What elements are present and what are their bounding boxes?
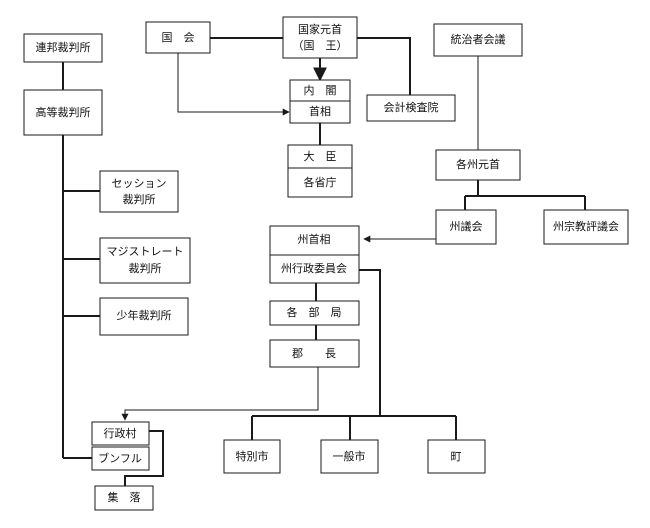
node-koto-saibansho: 高等裁判所 xyxy=(23,89,103,136)
node-session-saibansho: セッション 裁判所 xyxy=(99,170,179,213)
node-ippanshi: 一般市 xyxy=(320,439,379,474)
node-shu-shusho-label: 州首相 xyxy=(298,232,331,246)
node-shonen-saibansho-label: 少年裁判所 xyxy=(117,308,172,322)
node-bunfuru-label: ブンフル xyxy=(98,451,142,465)
node-machi-label: 町 xyxy=(451,450,462,463)
connector-kokkai-shusho xyxy=(177,53,290,116)
connector-guncho-gyoseison xyxy=(121,367,319,421)
node-kaikei-kensain-label: 会計検査院 xyxy=(384,100,439,114)
node-naikaku-label: 内 閣 xyxy=(304,83,337,97)
node-magistrate-saibansho: マジストレート 裁判所 xyxy=(99,237,191,284)
node-daijin-kakushocho: 大 臣 各省庁 xyxy=(287,144,353,198)
node-renpo-saibansho: 連邦裁判所 xyxy=(23,33,103,63)
node-shu-shukyo-hyogikai: 州宗教評議会 xyxy=(543,209,629,245)
node-session-label-2: 裁判所 xyxy=(123,193,156,206)
node-gyoseison-label: 行政村 xyxy=(104,426,137,440)
node-shu-gyosei-label: 州行政委員会 xyxy=(281,261,347,275)
node-guncho: 郡 長 xyxy=(269,339,360,368)
node-tochisha-kaigi-label: 統治者会議 xyxy=(451,32,506,46)
node-renpo-saibansho-label: 連邦裁判所 xyxy=(36,40,91,54)
node-kokka-genshu: 国家元首 （国 王） xyxy=(282,16,358,59)
node-tochisha-kaigi: 統治者会議 xyxy=(433,23,523,57)
node-kakushu-genshu-label: 各州元首 xyxy=(456,157,500,171)
node-ippanshi-label: 一般市 xyxy=(333,449,366,463)
connector-gyoseison-shuraku xyxy=(124,430,164,486)
node-shuraku-label: 集 落 xyxy=(108,490,141,504)
node-shuraku: 集 落 xyxy=(94,485,154,511)
connector-genshu-kaikei xyxy=(357,37,411,95)
node-guncho-label: 郡 長 xyxy=(292,347,336,360)
connector-gyosei-cities-trunk xyxy=(359,269,381,416)
connectors xyxy=(62,37,586,486)
node-shugikai: 州議会 xyxy=(435,209,497,245)
node-kokka-genshu-label-2: （国 王） xyxy=(293,39,348,52)
node-session-label-1: セッション xyxy=(112,177,167,190)
node-kokkai: 国 会 xyxy=(145,21,211,54)
node-daijin-label: 大 臣 xyxy=(304,149,337,163)
node-magistrate-label-2: 裁判所 xyxy=(129,262,162,275)
node-koto-saibansho-label: 高等裁判所 xyxy=(36,105,91,119)
node-shu-shusho-gyosei: 州首相 州行政委員会 xyxy=(269,225,360,284)
node-shu-shukyo-label: 州宗教評議会 xyxy=(553,219,619,233)
node-kakubukyoku-label: 各 部 局 xyxy=(287,305,342,319)
node-shugikai-label: 州議会 xyxy=(450,219,483,233)
node-tokubetsushi: 特別市 xyxy=(223,439,281,474)
node-tokubetsushi-label: 特別市 xyxy=(236,449,269,463)
node-kakushu-genshu: 各州元首 xyxy=(435,149,521,181)
node-kokkai-label: 国 会 xyxy=(162,31,195,44)
node-magistrate-label-1: マジストレート xyxy=(107,245,184,258)
node-shonen-saibansho: 少年裁判所 xyxy=(99,297,189,336)
node-kaikei-kensain: 会計検査院 xyxy=(366,94,456,122)
node-kakubukyoku: 各 部 局 xyxy=(269,300,360,326)
node-shusho-label: 首相 xyxy=(309,104,331,118)
node-kakushocho-label: 各省庁 xyxy=(304,175,337,189)
node-naikaku-shusho: 内 閣 首相 xyxy=(289,79,351,124)
node-machi: 町 xyxy=(427,439,486,474)
node-gyoseison: 行政村 xyxy=(91,421,150,446)
node-kokka-genshu-label-1: 国家元首 xyxy=(298,22,342,36)
node-bunfuru: ブンフル xyxy=(91,446,150,471)
